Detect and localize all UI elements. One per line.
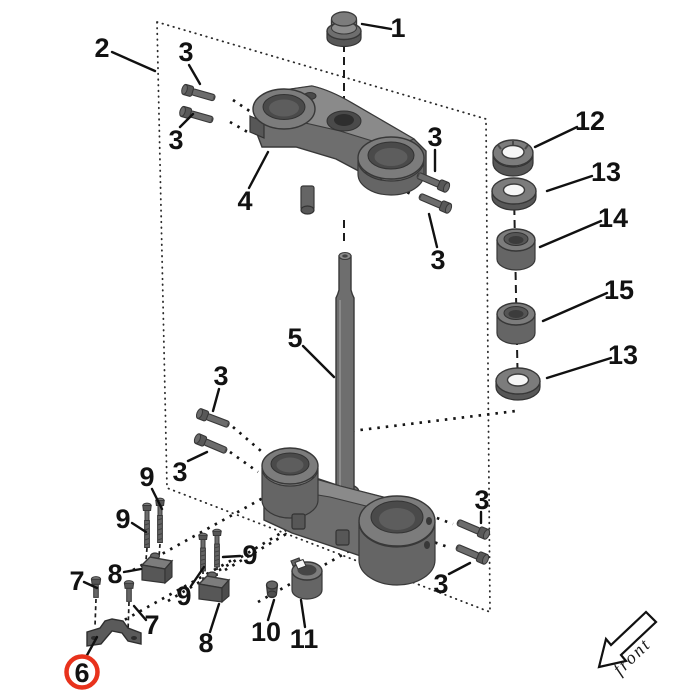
part-9-stud [212, 528, 222, 568]
part-4-upper-triple-clamp [249, 85, 427, 215]
callout-3: 3 [433, 569, 448, 599]
part-3-bolt [180, 83, 217, 104]
front-arrow: front [597, 610, 658, 679]
highlight-circle [64, 654, 100, 690]
callout-3: 3 [168, 125, 183, 155]
front-arrow-icon [597, 610, 658, 669]
callout-6-highlighted: 6 [74, 658, 89, 688]
callout-9: 9 [242, 540, 257, 570]
part-2-panel-outline [156, 20, 491, 614]
callout-8: 8 [107, 559, 122, 589]
part-9-stud [198, 532, 208, 572]
part-1-stem-cap [326, 11, 362, 48]
callout-15: 15 [604, 275, 634, 305]
callout-3: 3 [474, 485, 489, 515]
callout-3: 3 [430, 245, 445, 275]
callout-3: 3 [172, 457, 187, 487]
callout-4: 4 [237, 186, 252, 216]
part-5-steering-stem [330, 251, 360, 501]
part-8-holder-block [140, 552, 174, 585]
part-3-bolt [416, 190, 454, 215]
part-3-bolt [454, 516, 492, 541]
part-5-lower-clamp [261, 447, 436, 586]
part-15-bearing [496, 302, 536, 345]
callout-5: 5 [287, 323, 302, 353]
part-3-bolt [453, 541, 491, 566]
part-14-bearing [496, 228, 536, 271]
part-8-holder-block [197, 571, 231, 604]
part-11-stopper-clamp [290, 557, 323, 600]
callout-12: 12 [575, 106, 605, 136]
callout-7: 7 [69, 566, 84, 596]
part-13-washer-lower [495, 367, 541, 401]
callout-10: 10 [251, 617, 281, 647]
callout-13: 13 [608, 340, 638, 370]
callout-2: 2 [94, 33, 109, 63]
callout-3: 3 [213, 361, 228, 391]
callout-9: 9 [176, 581, 191, 611]
callout-14: 14 [598, 203, 628, 233]
part-10-bolt [265, 580, 279, 599]
part-3-bolt [192, 432, 230, 457]
part-9-stud [142, 502, 152, 548]
part-6-bracket [86, 618, 142, 647]
callout-13: 13 [591, 157, 621, 187]
callout-9: 9 [115, 504, 130, 534]
callout-11: 11 [290, 624, 319, 654]
leader-lines [82, 22, 613, 659]
callout-7: 7 [144, 610, 159, 640]
part-12-ring-nut [492, 139, 534, 177]
callout-1: 1 [390, 13, 405, 43]
callout-8: 8 [198, 628, 213, 658]
part-7-bolt [123, 580, 135, 602]
part-13-washer-upper [491, 177, 537, 211]
callout-3: 3 [427, 122, 442, 152]
callout-9: 9 [139, 462, 154, 492]
callout-3: 3 [178, 37, 193, 67]
